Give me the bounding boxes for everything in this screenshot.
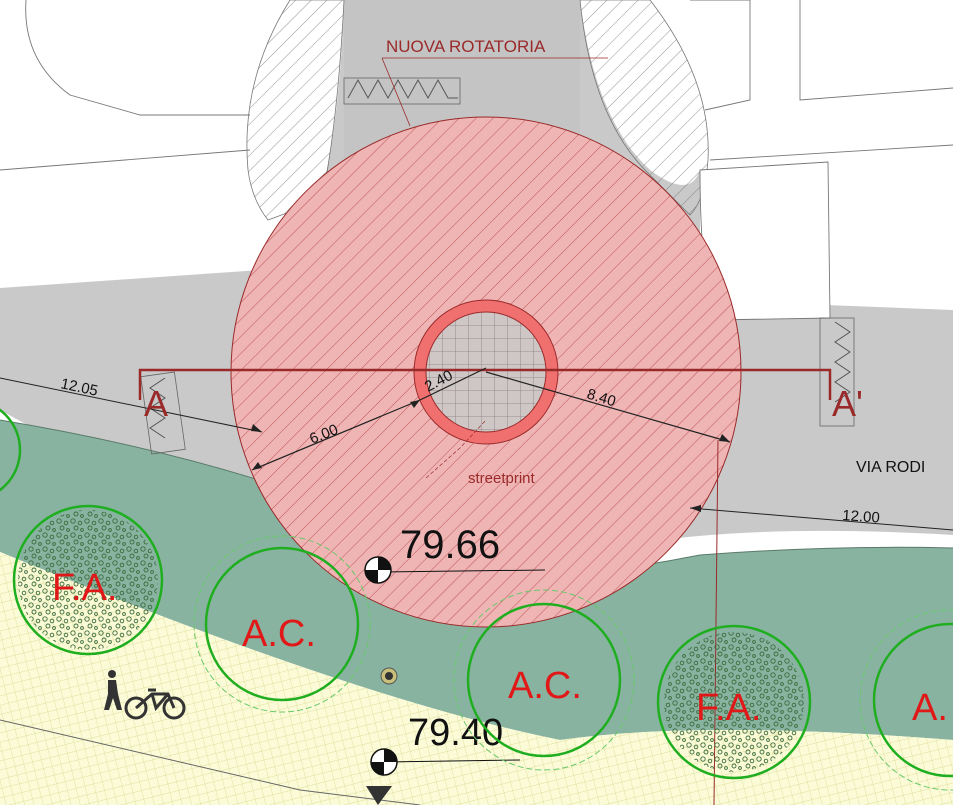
central-island-ring-outline-outer bbox=[413, 299, 559, 445]
building-outline-right bbox=[799, 0, 953, 101]
elevation-1-line bbox=[377, 569, 546, 573]
streetprint-label: streetprint bbox=[468, 470, 536, 487]
tree-left-edge bbox=[0, 408, 22, 492]
crossing-left bbox=[149, 377, 166, 439]
crossing-north bbox=[347, 78, 458, 100]
dim-line-ring bbox=[251, 399, 421, 471]
arrow-right-road bbox=[690, 505, 701, 512]
central-island-ring bbox=[414, 300, 558, 444]
tree-fa-1-label: F.A. bbox=[52, 567, 117, 609]
section-line bbox=[138, 368, 832, 400]
title-label: NUOVA ROTATORIA bbox=[386, 37, 546, 56]
title-leader bbox=[381, 57, 608, 127]
arrow-ring-left bbox=[252, 462, 262, 470]
elevation-2-label: 79.40 bbox=[408, 712, 503, 754]
crossing-left-box bbox=[140, 371, 186, 455]
tree-ac-2-label: A.C. bbox=[508, 665, 582, 707]
crossing-north-box bbox=[343, 77, 461, 105]
tree-ac-1: A.C. bbox=[193, 535, 371, 713]
arrow-left-road bbox=[251, 424, 262, 432]
drain-icon bbox=[380, 667, 398, 685]
elevation-marker-icon bbox=[364, 556, 392, 584]
tree-ac-2: A.C. bbox=[453, 589, 635, 771]
crossing-right bbox=[834, 321, 851, 403]
elevation-2-line bbox=[383, 759, 521, 763]
tree-a-partial: A. bbox=[859, 609, 953, 791]
tree-fa-2: F.A. bbox=[656, 624, 812, 780]
section-a-prime-label: A' bbox=[832, 383, 863, 424]
building-outline-top-left bbox=[25, 0, 250, 116]
tree-a-partial-label: A. bbox=[912, 687, 948, 729]
dim-right-road-label: 12.00 bbox=[842, 507, 881, 527]
arrow-outer bbox=[719, 434, 730, 442]
bicycle-icon bbox=[124, 688, 186, 720]
dim-line-outer bbox=[485, 371, 731, 443]
tree-fa-2-label: F.A. bbox=[696, 687, 761, 729]
elevation-marker-icon bbox=[370, 748, 398, 776]
streetprint-leader bbox=[425, 419, 487, 479]
building-outline-top-right bbox=[690, 0, 751, 111]
elevation-1-label: 79.66 bbox=[400, 523, 500, 567]
street-label: VIA RODI bbox=[856, 459, 925, 476]
building-outline-left bbox=[0, 149, 251, 171]
tree-fa-1: F.A. bbox=[12, 504, 164, 656]
pedestrian-icon bbox=[104, 670, 122, 710]
building-outline-right-2 bbox=[709, 144, 953, 161]
dim-line-left-road bbox=[0, 377, 263, 433]
dim-line-inner bbox=[419, 367, 487, 401]
hatch-island-left bbox=[246, 0, 345, 221]
section-a-label: A bbox=[144, 383, 168, 424]
north-arrow-icon bbox=[366, 786, 392, 805]
central-island-ring-outline-inner bbox=[425, 311, 547, 433]
tree-ac-1-label: A.C. bbox=[242, 613, 316, 655]
dim-line-right-road bbox=[689, 507, 953, 531]
arrow-ring-right bbox=[410, 400, 420, 408]
crossing-right-box bbox=[819, 317, 855, 427]
